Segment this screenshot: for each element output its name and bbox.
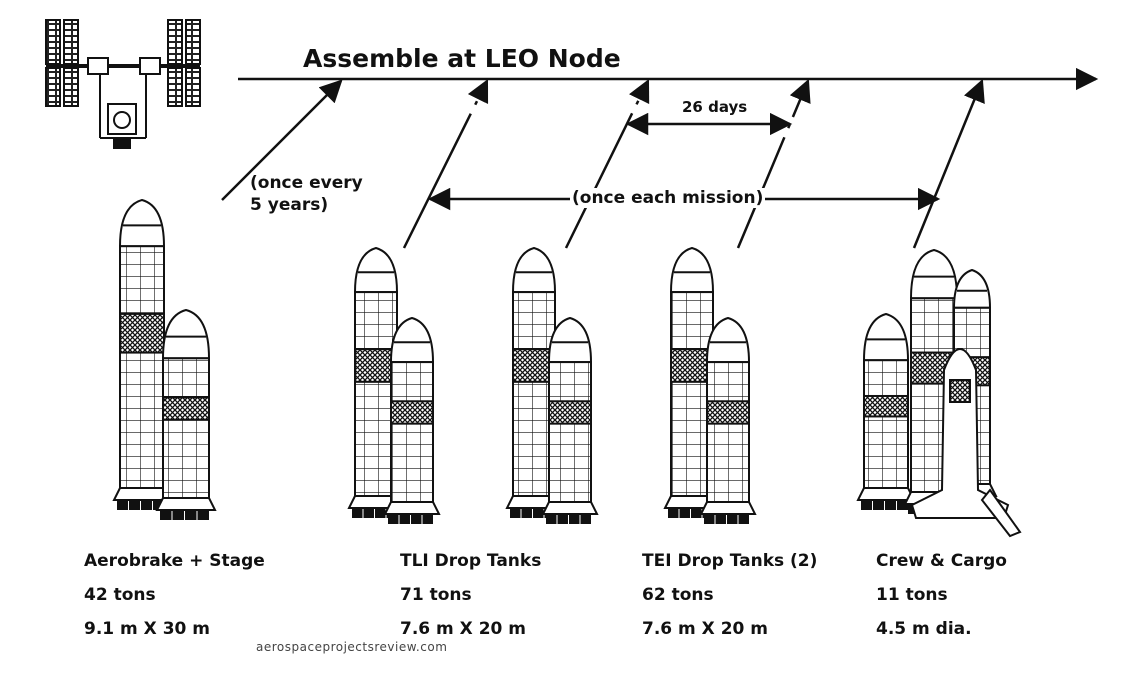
- shuttle-c-icon: [910, 348, 1022, 538]
- launch-vehicle-tei2-booster: [699, 316, 757, 524]
- payload-name: TLI Drop Tanks: [400, 551, 542, 571]
- frequency-note: (once every 5 years): [250, 172, 363, 216]
- frequency-note-line2: 5 years): [250, 195, 329, 215]
- payload-caption-aerobrake: Aerobrake + Stage 42 tons 9.1 m X 30 m: [84, 544, 265, 646]
- launch-vehicle-tli-core: [347, 246, 405, 518]
- tli-delivery-arrow: [402, 78, 489, 249]
- mission-label: (once each mission): [570, 188, 766, 208]
- tei-delivery-arrow: [564, 78, 650, 249]
- launch-vehicle-tli-booster: [383, 316, 441, 524]
- crew-delivery-arrow: [912, 78, 985, 249]
- payload-size: 9.1 m X 30 m: [84, 619, 210, 639]
- payload-caption-tli: TLI Drop Tanks 71 tons 7.6 m X 20 m: [400, 544, 541, 646]
- space-station-icon: [45, 19, 201, 149]
- launch-vehicle-aerobrake-booster: [155, 308, 217, 520]
- payload-mass: 71 tons: [400, 585, 472, 605]
- payload-size: 7.6 m X 20 m: [400, 619, 526, 639]
- launch-vehicles: [112, 198, 1022, 538]
- launch-vehicle-aerobrake-core: [112, 198, 172, 510]
- aerobrake-delivery-arrow: [221, 79, 343, 201]
- payload-mass: 62 tons: [642, 585, 714, 605]
- launch-vehicle-tei-booster: [541, 316, 599, 524]
- payload-caption-crew: Crew & Cargo 11 tons 4.5 m dia.: [876, 544, 1007, 646]
- payload-mass: 42 tons: [84, 585, 156, 605]
- frequency-note-line1: (once every: [250, 173, 363, 193]
- tei2-delivery-arrow: [736, 78, 811, 249]
- diagram-title: Assemble at LEO Node: [303, 44, 621, 73]
- payload-name: TEI Drop Tanks (2): [642, 551, 818, 571]
- payload-size: 7.6 m X 20 m: [642, 619, 768, 639]
- watermark: aerospaceprojectsreview.com: [256, 640, 448, 654]
- launch-vehicle-crew-booster-left: [856, 312, 916, 510]
- payload-size: 4.5 m dia.: [876, 619, 972, 639]
- interval-label: 26 days: [682, 98, 748, 116]
- payload-name: Aerobrake + Stage: [84, 551, 265, 571]
- payload-mass: 11 tons: [876, 585, 948, 605]
- payload-caption-tei: TEI Drop Tanks (2) 62 tons 7.6 m X 20 m: [642, 544, 817, 646]
- payload-name: Crew & Cargo: [876, 551, 1007, 571]
